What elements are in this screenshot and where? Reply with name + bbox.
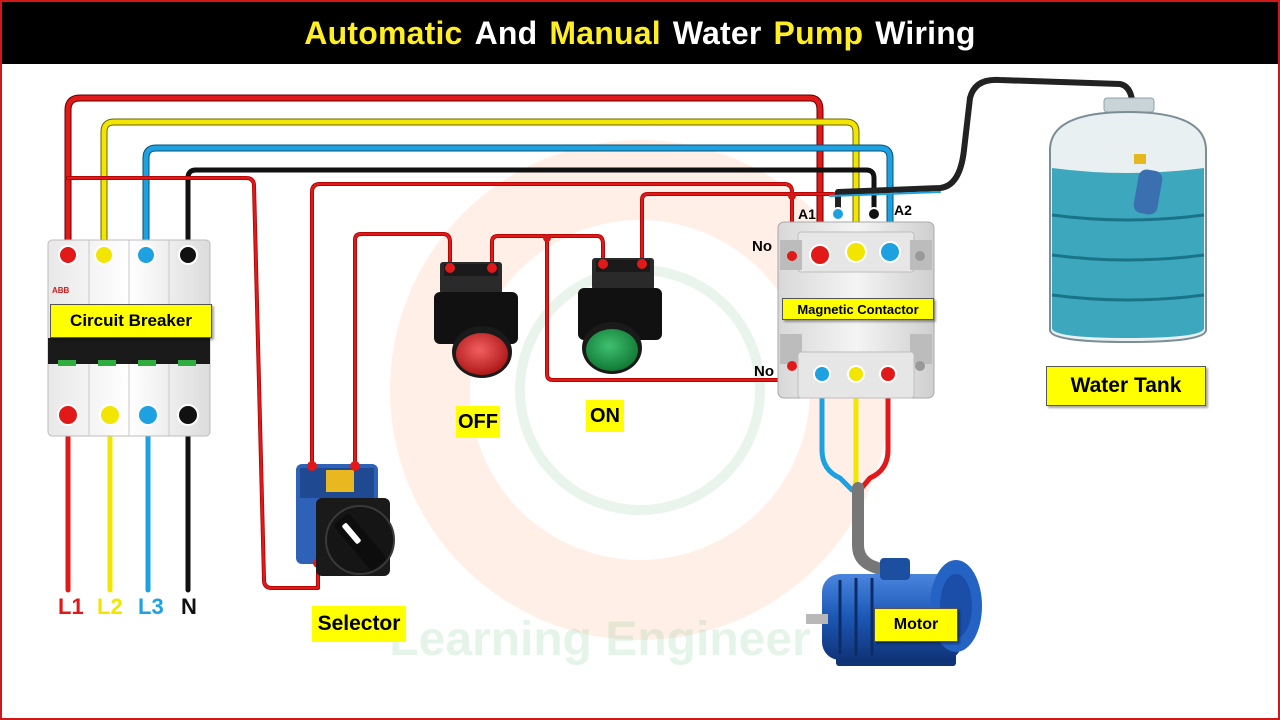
contactor-t1-terminal xyxy=(813,365,831,383)
off-label: OFF xyxy=(456,406,500,438)
contactor-a2-terminal xyxy=(867,207,881,221)
off-terminal-left xyxy=(445,263,455,273)
breaker-terminal-n-out xyxy=(177,404,199,426)
contactor-l2-terminal xyxy=(845,241,867,263)
phase-l2-label: L2 xyxy=(97,594,123,619)
wire-l3-main xyxy=(143,145,893,258)
contactor-t3-terminal xyxy=(879,365,897,383)
title-word-pump: Pump xyxy=(773,14,864,51)
on-terminal-left xyxy=(598,259,608,269)
on-button-cap xyxy=(586,329,638,371)
motor-label: Motor xyxy=(874,608,958,642)
junction-dot xyxy=(788,192,796,200)
title-word-automatic: Automatic xyxy=(304,14,463,51)
no-bottom-label: No xyxy=(754,363,774,380)
title-bar: Automatic And Manual Water Pump Wiring xyxy=(2,2,1278,64)
selector-terminal-2 xyxy=(350,461,360,471)
no-top-label: No xyxy=(752,238,772,255)
water-tank xyxy=(1049,97,1207,344)
wire-motor-w xyxy=(857,371,891,493)
contactor-no-top-terminal xyxy=(787,251,797,261)
wire-neutral-a2 xyxy=(185,167,877,258)
title-word-manual: Manual xyxy=(549,14,661,51)
motor-cable xyxy=(852,482,894,578)
contactor-l3-terminal xyxy=(879,241,901,263)
breaker-terminal-l1-in xyxy=(58,245,78,265)
wires xyxy=(64,76,1143,593)
selector-switch xyxy=(296,461,395,576)
watermark-logo xyxy=(390,140,890,640)
magnetic-contactor-label: Magnetic Contactor xyxy=(782,298,934,320)
on-terminal-right xyxy=(637,259,647,269)
a1-label: A1 xyxy=(798,206,816,222)
phase-l3-label: L3 xyxy=(138,594,164,619)
on-label: ON xyxy=(586,400,624,432)
title-word-wiring: Wiring xyxy=(875,14,976,51)
off-button-cap xyxy=(456,333,508,375)
breaker-terminal-l2-out xyxy=(99,404,121,426)
phase-n-label: N xyxy=(181,594,197,619)
breaker-terminal-l3-out xyxy=(137,404,159,426)
a2-label: A2 xyxy=(894,202,912,218)
motor-shaft xyxy=(806,614,828,624)
wire-l2-main xyxy=(101,119,859,258)
water-level xyxy=(1052,168,1204,338)
breaker-terminal-n-in xyxy=(178,245,198,265)
on-push-button xyxy=(578,258,662,374)
off-terminal-right xyxy=(487,263,497,273)
breaker-terminal-l2-in xyxy=(94,245,114,265)
circuit-breaker: ABB xyxy=(47,239,211,437)
breaker-terminal-l3-in xyxy=(136,245,156,265)
water-tank-label: Water Tank xyxy=(1046,366,1206,406)
wire-float-switch xyxy=(835,76,1143,217)
off-push-button xyxy=(434,262,518,378)
contactor-no-bottom-terminal xyxy=(787,361,797,371)
float-switch xyxy=(1133,169,1163,215)
breaker-brand: ABB xyxy=(52,286,70,295)
contactor-a1-terminal xyxy=(831,207,845,221)
selector-terminal-1 xyxy=(307,461,317,471)
motor-terminal-box xyxy=(880,558,910,580)
title-word-water: Water xyxy=(672,14,762,51)
selector-label: Selector xyxy=(312,606,406,642)
breaker-terminal-l1-out xyxy=(57,404,79,426)
watermark-text: Learning Engineer xyxy=(389,613,810,666)
title-word-and: And xyxy=(474,14,538,51)
junction-dot xyxy=(543,234,551,242)
circuit-breaker-label: Circuit Breaker xyxy=(50,304,212,338)
wire-motor-u xyxy=(819,371,855,493)
wire-l1-main xyxy=(65,95,823,258)
contactor-l1-terminal xyxy=(809,244,831,266)
phase-l1-label: L1 xyxy=(58,594,84,619)
contactor-t2-terminal xyxy=(847,365,865,383)
